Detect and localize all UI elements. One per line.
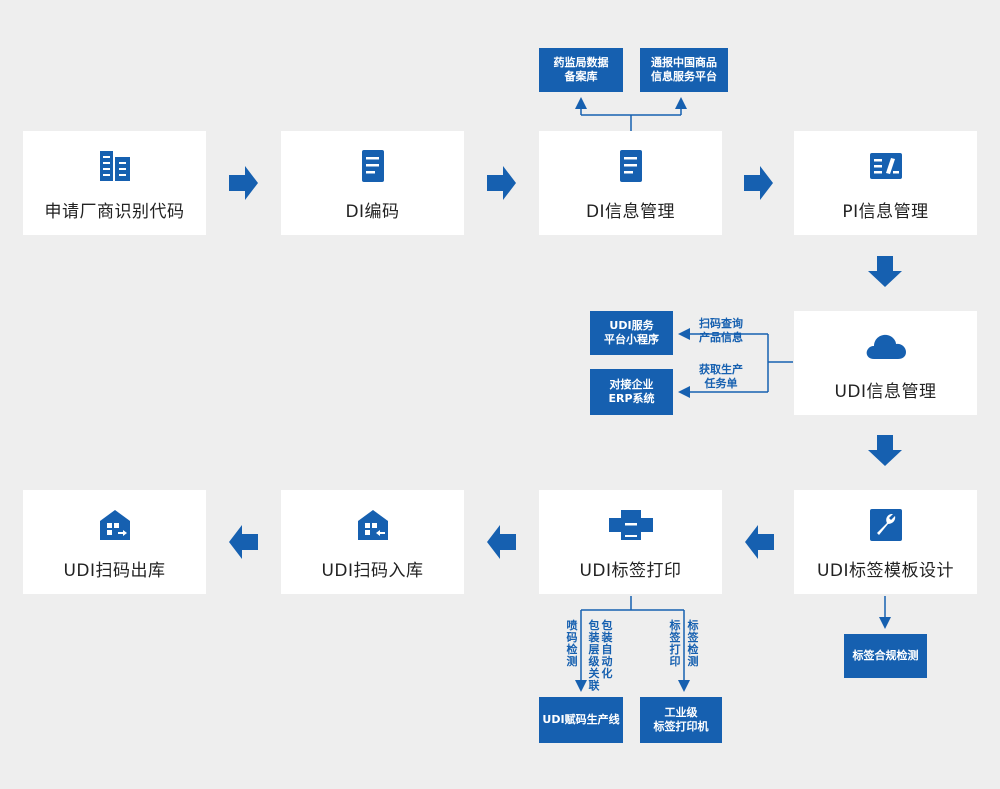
flow-arrow-right-3 bbox=[744, 166, 773, 200]
flow-arrow-down-1 bbox=[868, 256, 902, 287]
box-label: 通报中国商品 信息服务平台 bbox=[651, 56, 717, 83]
box-production-line: UDI赋码生产线 bbox=[539, 697, 623, 743]
card-label: UDI标签模板设计 bbox=[816, 561, 955, 581]
box-label: 对接企业 ERP系统 bbox=[608, 378, 655, 405]
flow-arrow-left-3 bbox=[229, 525, 258, 559]
card-label: DI信息管理 bbox=[585, 202, 676, 222]
flow-arrow-left-2 bbox=[487, 525, 516, 559]
box-label: 药监局数据 备案库 bbox=[553, 56, 609, 83]
note-label-check: 标签检测 bbox=[687, 619, 699, 668]
note-inkjet-check: 喷码检测 bbox=[566, 619, 578, 668]
print-to-production-connector bbox=[575, 596, 690, 692]
card-udi-print: UDI标签打印 bbox=[539, 490, 722, 594]
note-scan-query: 扫码查询 产品信息 bbox=[699, 317, 743, 344]
box-udi-miniapp: UDI服务 平台小程序 bbox=[590, 311, 673, 355]
box-erp-system: 对接企业 ERP系统 bbox=[590, 369, 673, 415]
cloud-icon bbox=[866, 334, 906, 359]
di-info-to-sources-connector bbox=[575, 97, 687, 131]
card-label: UDI信息管理 bbox=[834, 382, 937, 402]
flow-arrow-right-1 bbox=[229, 166, 258, 200]
box-label: UDI赋码生产线 bbox=[542, 713, 620, 726]
card-udi-template: UDI标签模板设计 bbox=[794, 490, 977, 594]
document-icon bbox=[361, 150, 384, 182]
edit-form-icon bbox=[869, 153, 902, 179]
card-label: UDI标签打印 bbox=[579, 561, 682, 581]
box-label: UDI服务 平台小程序 bbox=[604, 319, 659, 346]
note-label-print: 标签打印 bbox=[669, 619, 681, 668]
card-label: DI编码 bbox=[345, 202, 400, 222]
card-label: UDI扫码入库 bbox=[321, 561, 424, 581]
wrench-icon bbox=[869, 509, 902, 541]
box-china-goods-platform: 通报中国商品 信息服务平台 bbox=[640, 48, 728, 92]
box-label: 标签合规检测 bbox=[852, 649, 919, 662]
flow-arrow-down-2 bbox=[868, 435, 902, 466]
warehouse-out-icon bbox=[99, 510, 130, 540]
building-icon bbox=[99, 151, 130, 181]
printer-icon bbox=[608, 510, 653, 540]
card-manufacturer-code: 申请厂商识别代码 bbox=[23, 131, 206, 235]
udi-info-to-apps-connector bbox=[678, 328, 793, 398]
warehouse-in-icon bbox=[357, 510, 388, 540]
note-auto-pack: 包装自动化 bbox=[601, 619, 613, 680]
card-udi-info: UDI信息管理 bbox=[794, 311, 977, 415]
card-label: 申请厂商识别代码 bbox=[44, 202, 185, 222]
card-pi-info: PI信息管理 bbox=[794, 131, 977, 235]
document-icon bbox=[619, 150, 642, 182]
box-industrial-printer: 工业级 标签打印机 bbox=[640, 697, 722, 743]
card-udi-scan-out: UDI扫码出库 bbox=[23, 490, 206, 594]
flow-arrow-left-1 bbox=[745, 525, 774, 559]
box-label: 工业级 标签打印机 bbox=[653, 706, 709, 733]
note-get-task: 获取生产 任务单 bbox=[699, 363, 743, 390]
card-di-encoding: DI编码 bbox=[281, 131, 464, 235]
card-udi-scan-in: UDI扫码入库 bbox=[281, 490, 464, 594]
box-nmpa-database: 药监局数据 备案库 bbox=[539, 48, 623, 92]
card-label: PI信息管理 bbox=[842, 202, 929, 222]
note-pack-link: 包装层级关联 bbox=[588, 619, 600, 692]
card-label: UDI扫码出库 bbox=[63, 561, 166, 581]
box-label-compliance: 标签合规检测 bbox=[844, 634, 927, 678]
card-di-info: DI信息管理 bbox=[539, 131, 722, 235]
flow-arrow-right-2 bbox=[487, 166, 516, 200]
